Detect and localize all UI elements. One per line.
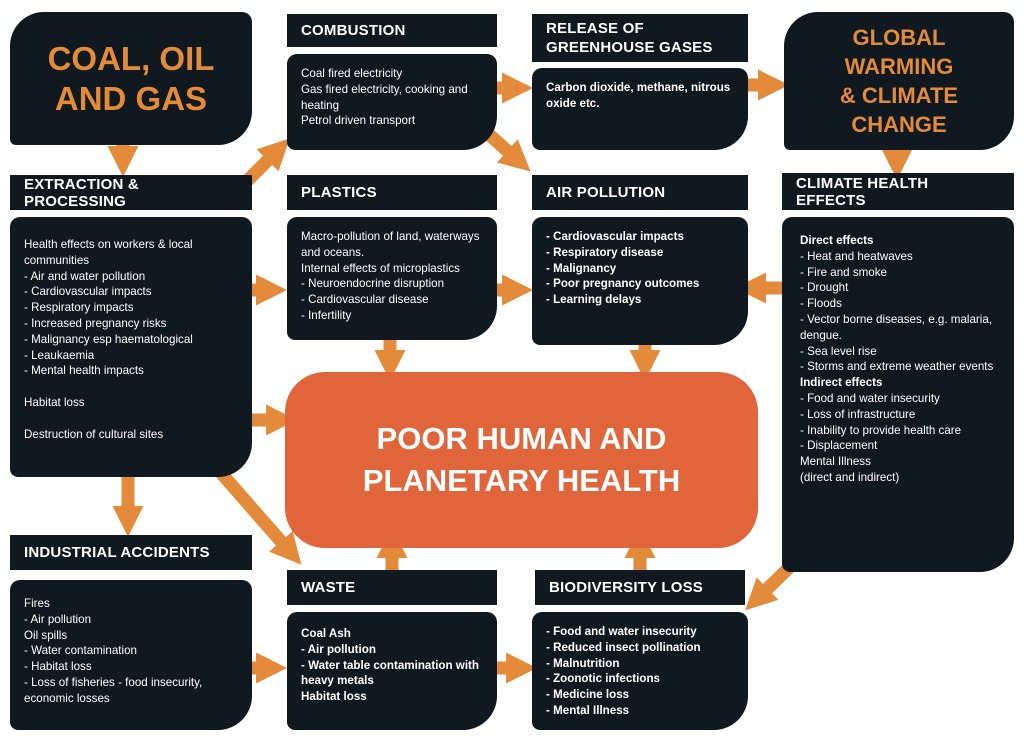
list-item: - Malnutrition	[546, 656, 620, 670]
arrow-extraction-to-waste	[210, 461, 302, 565]
list-item: Oil spills	[24, 628, 68, 642]
plastics-heading: PLASTICS	[287, 175, 497, 210]
list-item: - Vector borne diseases, e.g. malaria, d…	[800, 312, 996, 342]
list-item: - Increased pregnancy risks	[24, 316, 167, 330]
list-item: - Respiratory disease	[546, 245, 664, 259]
list-item: Carbon dioxide, methane, nitrous oxide e…	[546, 81, 734, 110]
list-item: - Water table contamination with heavy m…	[301, 658, 483, 688]
source-title-line: COAL, OIL	[47, 39, 215, 77]
list-item: - Cardiovascular impacts	[546, 230, 684, 243]
source-title-line: AND GAS	[54, 79, 208, 117]
central-outcome-line: POOR HUMAN AND	[376, 421, 667, 456]
list-item: Fires	[24, 597, 50, 610]
list-item: - Fire and smoke	[800, 265, 887, 279]
waste-box: Coal Ash - Air pollution - Water table c…	[287, 612, 497, 730]
list-item: - Food and water insecurity	[546, 625, 697, 638]
list-item: - Floods	[800, 297, 842, 311]
list-item: Coal fired electricity	[301, 67, 403, 80]
list-item: - Malignancy	[546, 261, 617, 275]
list-item: - Mental Illness	[546, 703, 630, 717]
extraction-box: Health effects on workers & local commun…	[10, 217, 252, 477]
list-item: - Malignancy esp haematological	[24, 332, 193, 346]
list-item: - Loss of fisheries - food insecurity, e…	[24, 675, 206, 705]
list-item: - Leaukaemia	[24, 348, 95, 362]
list-item: - Loss of infrastructure	[800, 407, 916, 421]
climate-effects-heading: CLIMATE HEALTH EFFECTS	[782, 173, 1014, 210]
list-item: - Sea level rise	[800, 344, 877, 358]
industrial-box: Fires - Air pollution Oil spills - Water…	[10, 580, 252, 730]
list-item: - Air and water pollution	[24, 269, 146, 283]
list-item: Petrol driven transport	[301, 114, 416, 128]
list-item: - Learning delays	[546, 293, 642, 307]
list-item: Habitat loss	[24, 395, 85, 409]
list-item: - Inability to provide health care	[800, 423, 962, 437]
central-outcome-line: PLANETARY HEALTH	[362, 463, 681, 498]
list-item: (direct and indirect)	[800, 470, 900, 484]
list-item: - Air pollution	[301, 642, 376, 656]
outcome-title-line: CHANGE	[851, 112, 947, 137]
plastics-box: Macro-pollution of land, waterways and o…	[287, 217, 497, 340]
list-item: Coal Ash	[301, 627, 351, 640]
waste-heading: WASTE	[287, 570, 497, 605]
list-item: - Air pollution	[24, 612, 92, 626]
list-item: - Infertility	[301, 308, 352, 322]
list-item: Internal effects of microplastics	[301, 261, 460, 275]
release-heading: RELEASE OF GREENHOUSE GASES	[532, 14, 748, 62]
outcome-title-line: & CLIMATE	[839, 83, 959, 108]
climate-effects-box: Direct effects - Heat and heatwaves - Fi…	[782, 217, 1014, 572]
list-item: - Drought	[800, 281, 849, 295]
outcome-title-line: WARMING	[844, 54, 954, 79]
list-item: - Medicine loss	[546, 688, 630, 702]
list-item: - Respiratory impacts	[24, 301, 134, 315]
list-item: Mental Illness	[800, 455, 871, 469]
list-item: - Cardiovascular impacts	[24, 285, 152, 299]
list-item: - Reduced insect pollination	[546, 640, 701, 654]
combustion-box: Coal fired electricity Gas fired electri…	[287, 54, 497, 150]
industrial-heading: INDUSTRIAL ACCIDENTS	[10, 535, 252, 570]
biodiversity-heading: BIODIVERSITY LOSS	[535, 570, 745, 605]
list-item: Gas fired electricity, cooking and heati…	[301, 82, 471, 112]
outcome-title-line: GLOBAL	[852, 25, 946, 50]
list-item: Destruction of cultural sites	[24, 427, 164, 441]
list-item: - Zoonotic infections	[546, 672, 660, 686]
subheading: Direct effects	[800, 234, 874, 247]
outcome-box: GLOBAL WARMING & CLIMATE CHANGE	[784, 12, 1014, 150]
extraction-heading: EXTRACTION & PROCESSING	[10, 175, 252, 210]
list-item: - Water contamination	[24, 644, 137, 658]
biodiversity-box: - Food and water insecurity - Reduced in…	[532, 612, 748, 730]
air-pollution-heading: AIR POLLUTION	[532, 175, 748, 210]
release-box: Carbon dioxide, methane, nitrous oxide e…	[532, 68, 748, 150]
central-outcome: POOR HUMAN AND PLANETARY HEALTH	[285, 372, 758, 548]
list-item: - Heat and heatwaves	[800, 249, 913, 263]
list-item: - Cardiovascular disease	[301, 293, 429, 307]
list-item: Health effects on workers & local commun…	[24, 238, 196, 267]
list-item: - Food and water insecurity	[800, 391, 940, 405]
list-item: - Storms and extreme weather events	[800, 360, 994, 374]
air-pollution-box: - Cardiovascular impacts - Respiratory d…	[532, 217, 748, 345]
list-item: Habitat loss	[301, 690, 367, 704]
subheading: Indirect effects	[800, 376, 883, 390]
list-item: - Mental health impacts	[24, 364, 144, 378]
list-item: - Poor pregnancy outcomes	[546, 277, 700, 291]
list-item: - Habitat loss	[24, 660, 92, 674]
list-item: - Displacement	[800, 439, 878, 453]
list-item: - Neuroendocrine disruption	[301, 277, 445, 291]
list-item: Macro-pollution of land, waterways and o…	[301, 230, 483, 259]
combustion-heading: COMBUSTION	[287, 14, 497, 47]
